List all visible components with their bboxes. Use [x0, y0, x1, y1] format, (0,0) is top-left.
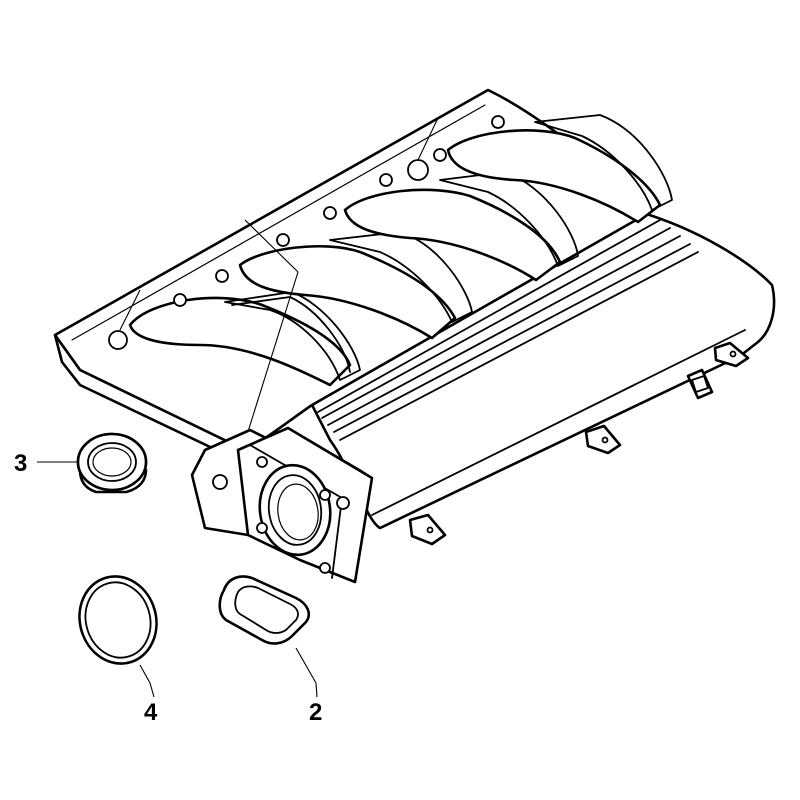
runner-port-1	[128, 291, 361, 387]
leader-2	[295, 647, 318, 698]
leader-lines	[37, 461, 318, 698]
leader-4	[139, 664, 155, 698]
manifold-plenum-lower-edge	[371, 329, 746, 516]
runner-ports	[128, 114, 673, 387]
callout-4: 4	[144, 699, 158, 726]
throttle-body-flange	[190, 426, 374, 584]
part-2-rectangular-gasket	[218, 575, 310, 645]
callout-3: 3	[14, 450, 27, 477]
callout-2: 2	[309, 699, 322, 726]
runner-port-2	[238, 231, 473, 340]
runner-port-3	[343, 171, 579, 282]
part-3-coupling-ring	[76, 432, 148, 494]
flange-border	[71, 104, 486, 341]
part-4-ring-gasket	[78, 575, 158, 665]
flange-bolt-holes	[108, 115, 505, 350]
intake-manifold	[53, 88, 776, 584]
runner-port-4	[446, 114, 673, 224]
mounting-brackets	[408, 341, 750, 546]
